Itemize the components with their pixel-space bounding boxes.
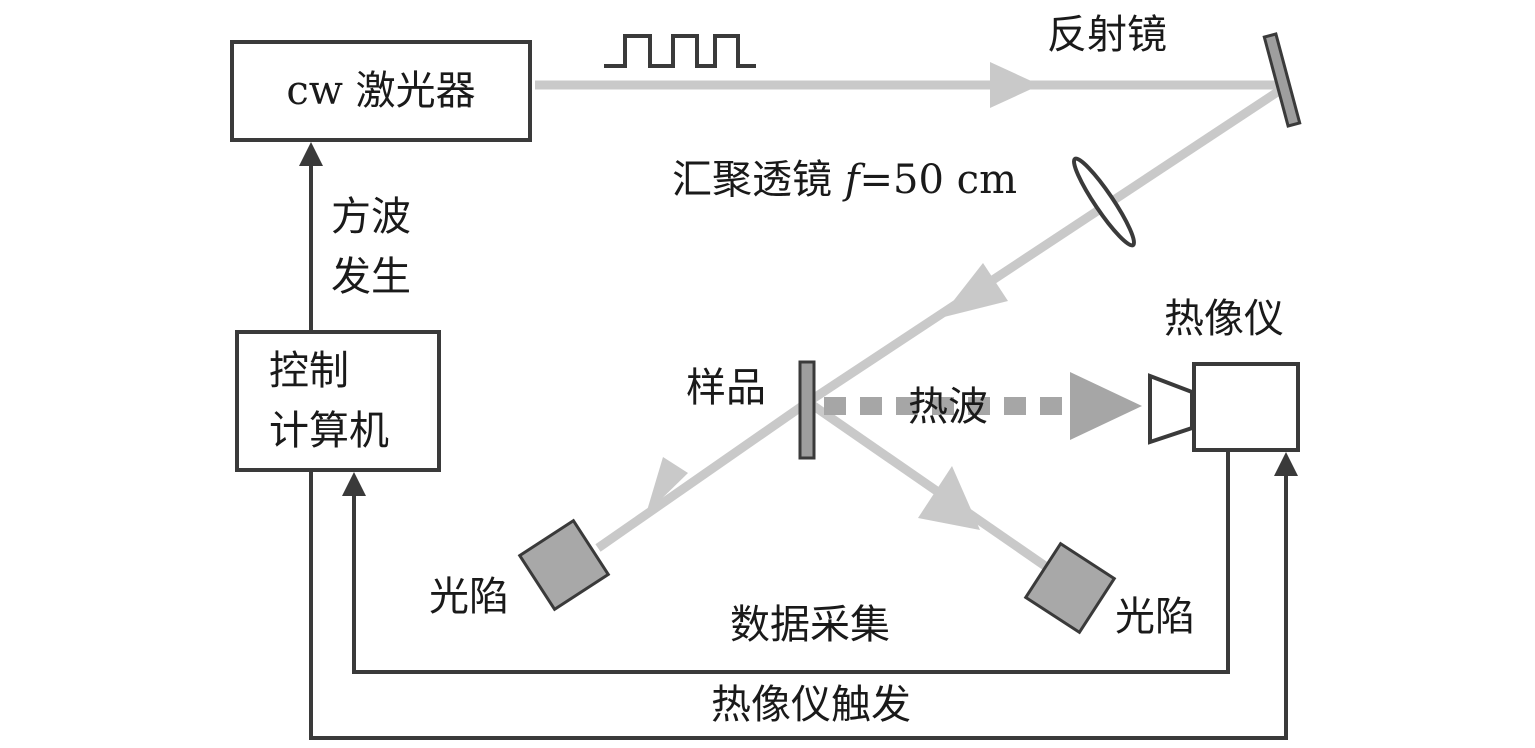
beam-arrow-down-left bbox=[940, 263, 1008, 318]
control-computer: 控制 计算机 bbox=[235, 330, 441, 472]
square-wave-signal: 方波 发生 bbox=[299, 142, 411, 330]
lens: 汇聚透镜 f=50 cm bbox=[672, 156, 1137, 248]
lens-label: 汇聚透镜 f=50 cm bbox=[672, 157, 1017, 203]
mirror: 反射镜 bbox=[1047, 12, 1302, 128]
computer-label-line2: 计算机 bbox=[269, 408, 389, 454]
thermal-wave: 热波 bbox=[824, 372, 1142, 440]
square-wave-label-line2: 发生 bbox=[331, 254, 411, 300]
camera-lens-icon bbox=[1148, 373, 1194, 445]
computer-label-line1: 控制 bbox=[269, 348, 349, 394]
light-trap-left-label: 光陷 bbox=[429, 574, 509, 620]
thermal-camera: 热像仪 bbox=[1148, 296, 1300, 452]
mirror-label: 反射镜 bbox=[1047, 12, 1167, 58]
laser-beam bbox=[535, 62, 1291, 572]
beam-arrow-to-right-trap bbox=[918, 466, 980, 530]
thermal-wave-label: 热波 bbox=[908, 384, 988, 430]
beam-arrow-to-left-trap bbox=[646, 457, 688, 514]
laser-box bbox=[230, 40, 532, 142]
beam-mirror-to-sample bbox=[805, 81, 1291, 406]
sample: 样品 bbox=[686, 360, 816, 460]
light-trap-right: 光陷 bbox=[1023, 541, 1195, 640]
sample-label: 样品 bbox=[686, 365, 766, 411]
data-acquisition-wire bbox=[352, 450, 1230, 674]
beam-sample-to-left-trap bbox=[595, 398, 811, 552]
light-trap-left-icon bbox=[517, 518, 611, 612]
camera-label: 热像仪 bbox=[1164, 296, 1284, 342]
camera-trigger-label: 热像仪触发 bbox=[711, 682, 911, 728]
data-acquisition-label: 数据采集 bbox=[730, 602, 890, 648]
data-acquisition-signal: 数据采集 bbox=[342, 450, 1230, 674]
light-trap-right-label: 光陷 bbox=[1115, 594, 1195, 640]
light-trap-right-icon bbox=[1023, 541, 1117, 635]
sample-plate bbox=[798, 360, 816, 460]
camera-trigger-wire bbox=[309, 470, 1288, 740]
camera-trigger-arrow bbox=[1274, 452, 1298, 476]
camera-trigger-signal: 热像仪触发 bbox=[309, 452, 1298, 740]
laser-label: cw 激光器 bbox=[286, 68, 475, 114]
lens-icon bbox=[1071, 156, 1137, 248]
thermal-wave-arrow bbox=[1070, 372, 1142, 440]
beam-arrow-right bbox=[990, 62, 1040, 108]
data-acquisition-arrow bbox=[342, 472, 366, 496]
computer-box bbox=[235, 330, 441, 472]
square-wave-label-line1: 方波 bbox=[331, 194, 411, 240]
beam-sample-to-right-trap bbox=[805, 398, 1051, 572]
square-wave-icon bbox=[604, 34, 756, 68]
laser-unit: cw 激光器 bbox=[230, 40, 532, 142]
mirror-icon bbox=[1262, 32, 1302, 128]
square-wave-arrow bbox=[299, 142, 323, 166]
camera-body bbox=[1192, 362, 1300, 452]
light-trap-left: 光陷 bbox=[429, 518, 611, 620]
